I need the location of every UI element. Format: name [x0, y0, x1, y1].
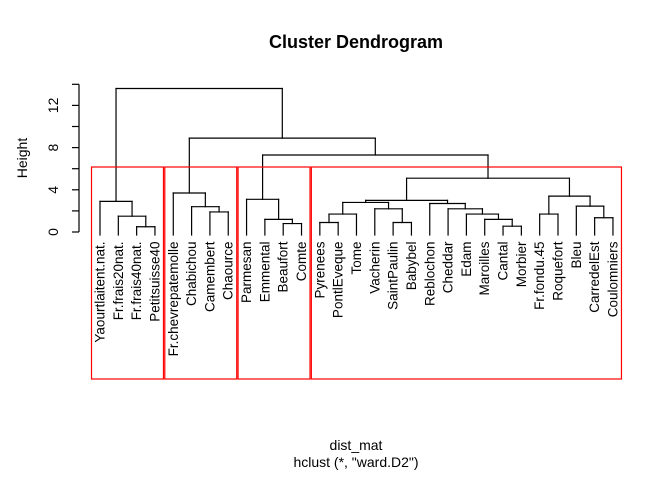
- leaf-label: Reblochon: [422, 242, 437, 307]
- cluster-box: [164, 166, 238, 380]
- leaf-label: SaintPaulin: [386, 242, 401, 310]
- leaf-label: Vacherin: [367, 242, 382, 294]
- leaf-label: Fr.frais20nat.: [111, 242, 126, 321]
- leaf-label: Fr.frais40nat.: [129, 242, 144, 321]
- chart-title: Cluster Dendrogram: [269, 32, 443, 52]
- call-subtitle: hclust (*, "ward.D2"): [293, 454, 418, 470]
- leaf-label: Edam: [459, 242, 474, 277]
- leaf-label: Comte: [294, 242, 309, 282]
- leaf-label: Camembert: [202, 241, 217, 312]
- leaf-label: Petitsuisse40: [147, 242, 162, 322]
- leaf-label: CarredelEst: [587, 241, 602, 313]
- leaf-label: Roquefort: [551, 241, 566, 301]
- y-tick-label: 4: [45, 186, 61, 194]
- leaf-label: Fr.fondu.45: [532, 242, 547, 310]
- leaf-labels: Yaourtlaitent.nat.Fr.frais20nat.Fr.frais…: [93, 241, 621, 356]
- leaf-label: Fr.chevrepatemolle: [166, 242, 181, 357]
- dendrogram-tree: [99, 87, 614, 236]
- leaf-label: Chaource: [221, 241, 236, 300]
- leaf-label: Cheddar: [441, 241, 456, 293]
- cluster-boxes: [90, 166, 623, 380]
- leaf-label: Cantal: [496, 242, 511, 281]
- leaf-label: PontlEveque: [331, 242, 346, 319]
- leaf-label: Pyrenees: [312, 241, 327, 298]
- y-tick-label: 8: [45, 143, 61, 151]
- leaf-label: Bleu: [569, 242, 584, 269]
- cluster-box: [310, 166, 623, 380]
- y-tick-label: 0: [45, 228, 61, 236]
- leaf-label: Tome: [349, 242, 364, 275]
- cluster-box: [90, 166, 165, 380]
- y-tick-label: 12: [45, 97, 61, 113]
- leaf-label: Yaourtlaitent.nat.: [93, 242, 108, 343]
- cluster-box: [237, 166, 311, 380]
- x-axis-title: dist_mat: [330, 437, 383, 453]
- leaf-label: Beaufort: [276, 241, 291, 292]
- leaf-label: Parmesan: [239, 242, 254, 304]
- leaf-label: Chabichou: [184, 242, 199, 307]
- leaf-label: Emmental: [257, 242, 272, 303]
- y-axis: 0 4 8 12: [45, 83, 80, 236]
- leaf-label: Maroilles: [477, 241, 492, 295]
- leaf-label: Coulomniers: [605, 241, 620, 317]
- leaf-label: Morbier: [514, 241, 529, 287]
- leaf-label: Babybel: [404, 242, 419, 291]
- y-axis-title: Height: [14, 138, 30, 179]
